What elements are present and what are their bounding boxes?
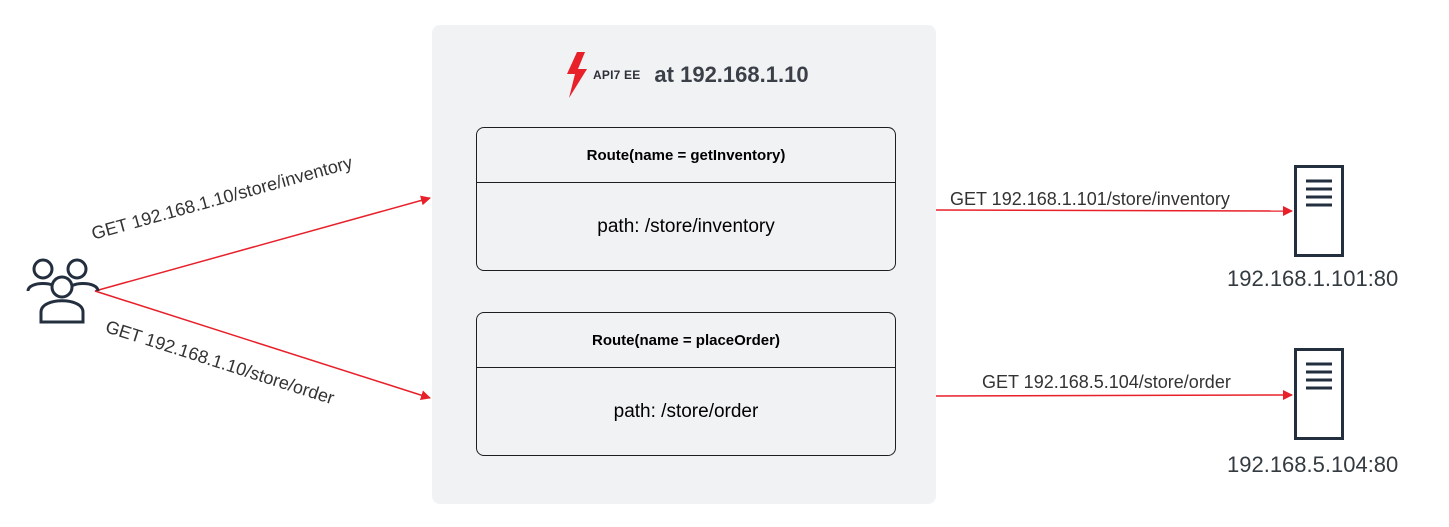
route-header: Route(name = getInventory): [477, 128, 895, 183]
edge-label-gateway-to-inventory-upstream: GET 192.168.1.101/store/inventory: [950, 189, 1230, 209]
upstream-label-inventory: 192.168.1.101:80: [1227, 266, 1399, 291]
server-icon: [1294, 165, 1344, 257]
route-path: path: /store/order: [613, 401, 759, 422]
edge-label-gateway-to-order-upstream: GET 192.168.5.104/store/order: [982, 372, 1231, 392]
edge-gateway-to-inventory-upstream: [935, 205, 1293, 216]
gateway-brand: API7 EE: [593, 68, 641, 82]
api7-logo-icon: [567, 52, 587, 98]
edge-client-to-inventory: [94, 195, 431, 292]
route-path: path: /store/inventory: [597, 216, 775, 237]
edge-client-to-order: [94, 290, 431, 401]
server-icon: [1294, 348, 1344, 440]
route-card-get-inventory: Route(name = getInventory) path: /store/…: [476, 127, 896, 271]
gateway-host: at 192.168.1.10: [654, 62, 809, 87]
edge-gateway-to-order-upstream: [935, 390, 1293, 401]
route-header: Route(name = placeOrder): [477, 313, 895, 368]
route-card-place-order: Route(name = placeOrder) path: /store/or…: [476, 312, 896, 456]
users-icon: [26, 258, 100, 324]
upstream-label-order: 192.168.5.104:80: [1227, 452, 1399, 477]
gateway-header: API7 EE at 192.168.1.10: [563, 52, 809, 98]
